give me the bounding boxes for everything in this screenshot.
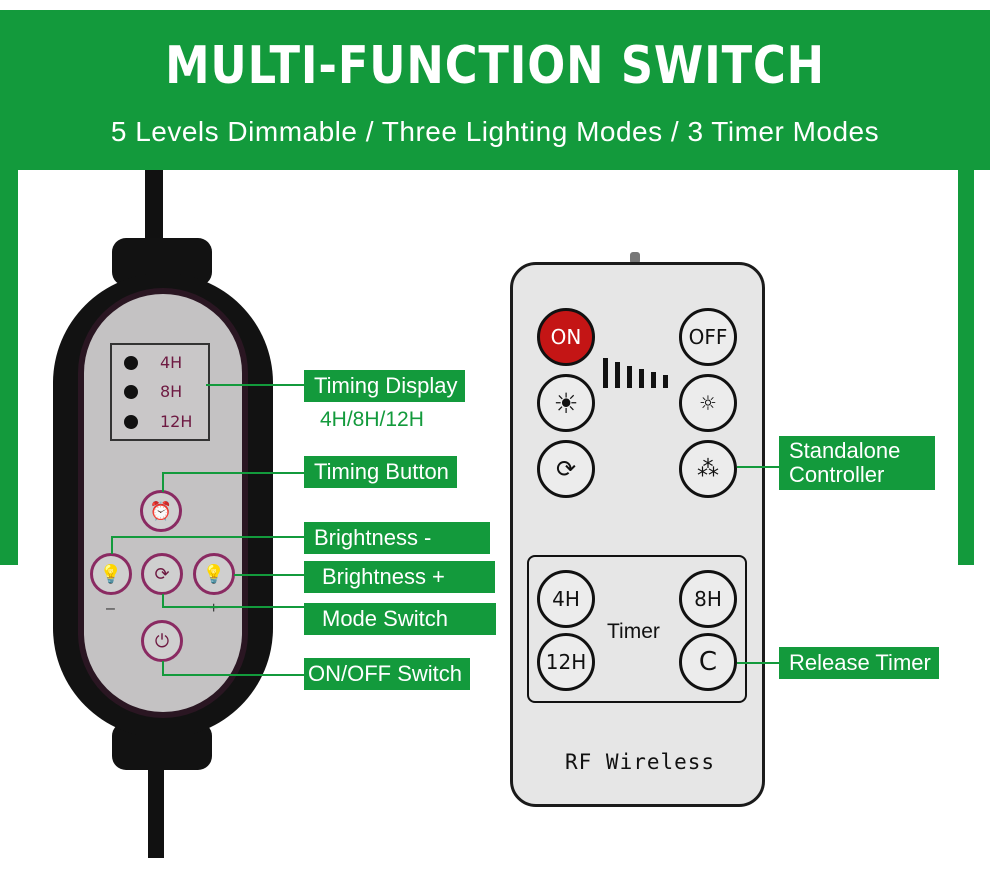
remote-off-button[interactable]: OFF bbox=[679, 308, 737, 366]
remote-brightness-up-button[interactable]: ☀ bbox=[537, 374, 595, 432]
sun-small-icon: ☼ bbox=[699, 391, 717, 415]
remote-timer-cancel-button[interactable]: C bbox=[679, 633, 737, 691]
led-12h bbox=[124, 415, 138, 429]
led-8h bbox=[124, 385, 138, 399]
leader-line-timing-display bbox=[206, 384, 304, 386]
leader-line-timing-button-v bbox=[162, 472, 164, 492]
remote-timer-12h-button[interactable]: 12H bbox=[537, 633, 595, 691]
remote-timer-group bbox=[527, 555, 747, 703]
leader-line-brightness-minus-v bbox=[111, 536, 113, 554]
leader-line-mode-switch-v bbox=[162, 594, 164, 608]
minus-mark: – bbox=[106, 600, 115, 617]
page-subtitle: 5 Levels Dimmable / Three Lighting Modes… bbox=[110, 116, 880, 147]
leader-line-release-timer bbox=[737, 662, 779, 664]
sun-large-icon: ☀ bbox=[553, 386, 579, 420]
brightness-minus-button[interactable]: 💡 bbox=[90, 553, 132, 595]
remote-timer-4h-button[interactable]: 4H bbox=[537, 570, 595, 628]
callout-standalone-controller: Standalone Controller bbox=[779, 436, 935, 490]
leader-line-timing-button bbox=[162, 472, 304, 474]
cycle-arrows-icon: ⟳ bbox=[555, 455, 577, 483]
power-icon: ⏻ bbox=[154, 630, 170, 651]
callout-onoff-switch: ON/OFF Switch bbox=[304, 658, 471, 690]
remote-brightness-down-button[interactable]: ☼ bbox=[679, 374, 737, 432]
right-green-border bbox=[958, 170, 974, 565]
mode-switch-button[interactable]: ⟳ bbox=[141, 553, 183, 595]
remote-mode-cycle-button[interactable]: ⟳ bbox=[537, 440, 595, 498]
light-rays-icon: ⁂ bbox=[697, 456, 719, 482]
led-label-8h: 8H bbox=[160, 382, 183, 401]
led-4h bbox=[124, 356, 138, 370]
power-button[interactable]: ⏻ bbox=[141, 620, 183, 662]
leader-line-onoff-v bbox=[162, 661, 164, 676]
leader-line-standalone bbox=[737, 466, 779, 468]
remote-on-button[interactable]: ON bbox=[537, 308, 595, 366]
callout-timing-display-values: 4H/8H/12H bbox=[320, 408, 424, 431]
leader-line-mode-switch bbox=[162, 606, 304, 608]
remote-light-mode-button[interactable]: ⁂ bbox=[679, 440, 737, 498]
left-green-border bbox=[0, 170, 18, 565]
callout-brightness-plus: Brightness + bbox=[304, 561, 495, 593]
callout-mode-switch: Mode Switch bbox=[304, 603, 496, 635]
cable-bottom bbox=[148, 768, 164, 858]
brightness-plus-button[interactable]: 💡 bbox=[193, 553, 235, 595]
header-banner bbox=[0, 10, 990, 170]
plus-mark: + bbox=[209, 600, 219, 617]
timing-button[interactable]: ⏰ bbox=[140, 490, 182, 532]
callout-timing-button: Timing Button bbox=[304, 456, 457, 488]
remote-antenna bbox=[630, 252, 640, 264]
led-label-4h: 4H bbox=[160, 353, 183, 372]
leader-line-brightness-minus bbox=[111, 536, 304, 538]
callout-brightness-minus: Brightness - bbox=[304, 522, 490, 554]
remote-rf-wireless-label: RF Wireless bbox=[565, 750, 716, 774]
remote-timer-label: Timer bbox=[607, 620, 660, 643]
callout-timing-display: Timing Display bbox=[304, 370, 466, 402]
leader-line-onoff bbox=[162, 674, 304, 676]
alarm-clock-icon: ⏰ bbox=[149, 500, 173, 521]
callout-release-timer: Release Timer bbox=[779, 647, 939, 679]
page-title: MULTI-FUNCTION SWITCH bbox=[165, 36, 825, 96]
leader-line-brightness-plus bbox=[234, 574, 304, 576]
cable-top bbox=[145, 170, 163, 242]
cycle-arrows-icon: ⟳ bbox=[154, 563, 170, 584]
led-label-12h: 12H bbox=[160, 412, 193, 431]
callout-standalone-text: Standalone Controller bbox=[789, 438, 901, 487]
bulb-bright-icon: 💡 bbox=[202, 563, 226, 584]
remote-timer-8h-button[interactable]: 8H bbox=[679, 570, 737, 628]
bulb-dim-icon: 💡 bbox=[99, 563, 123, 584]
